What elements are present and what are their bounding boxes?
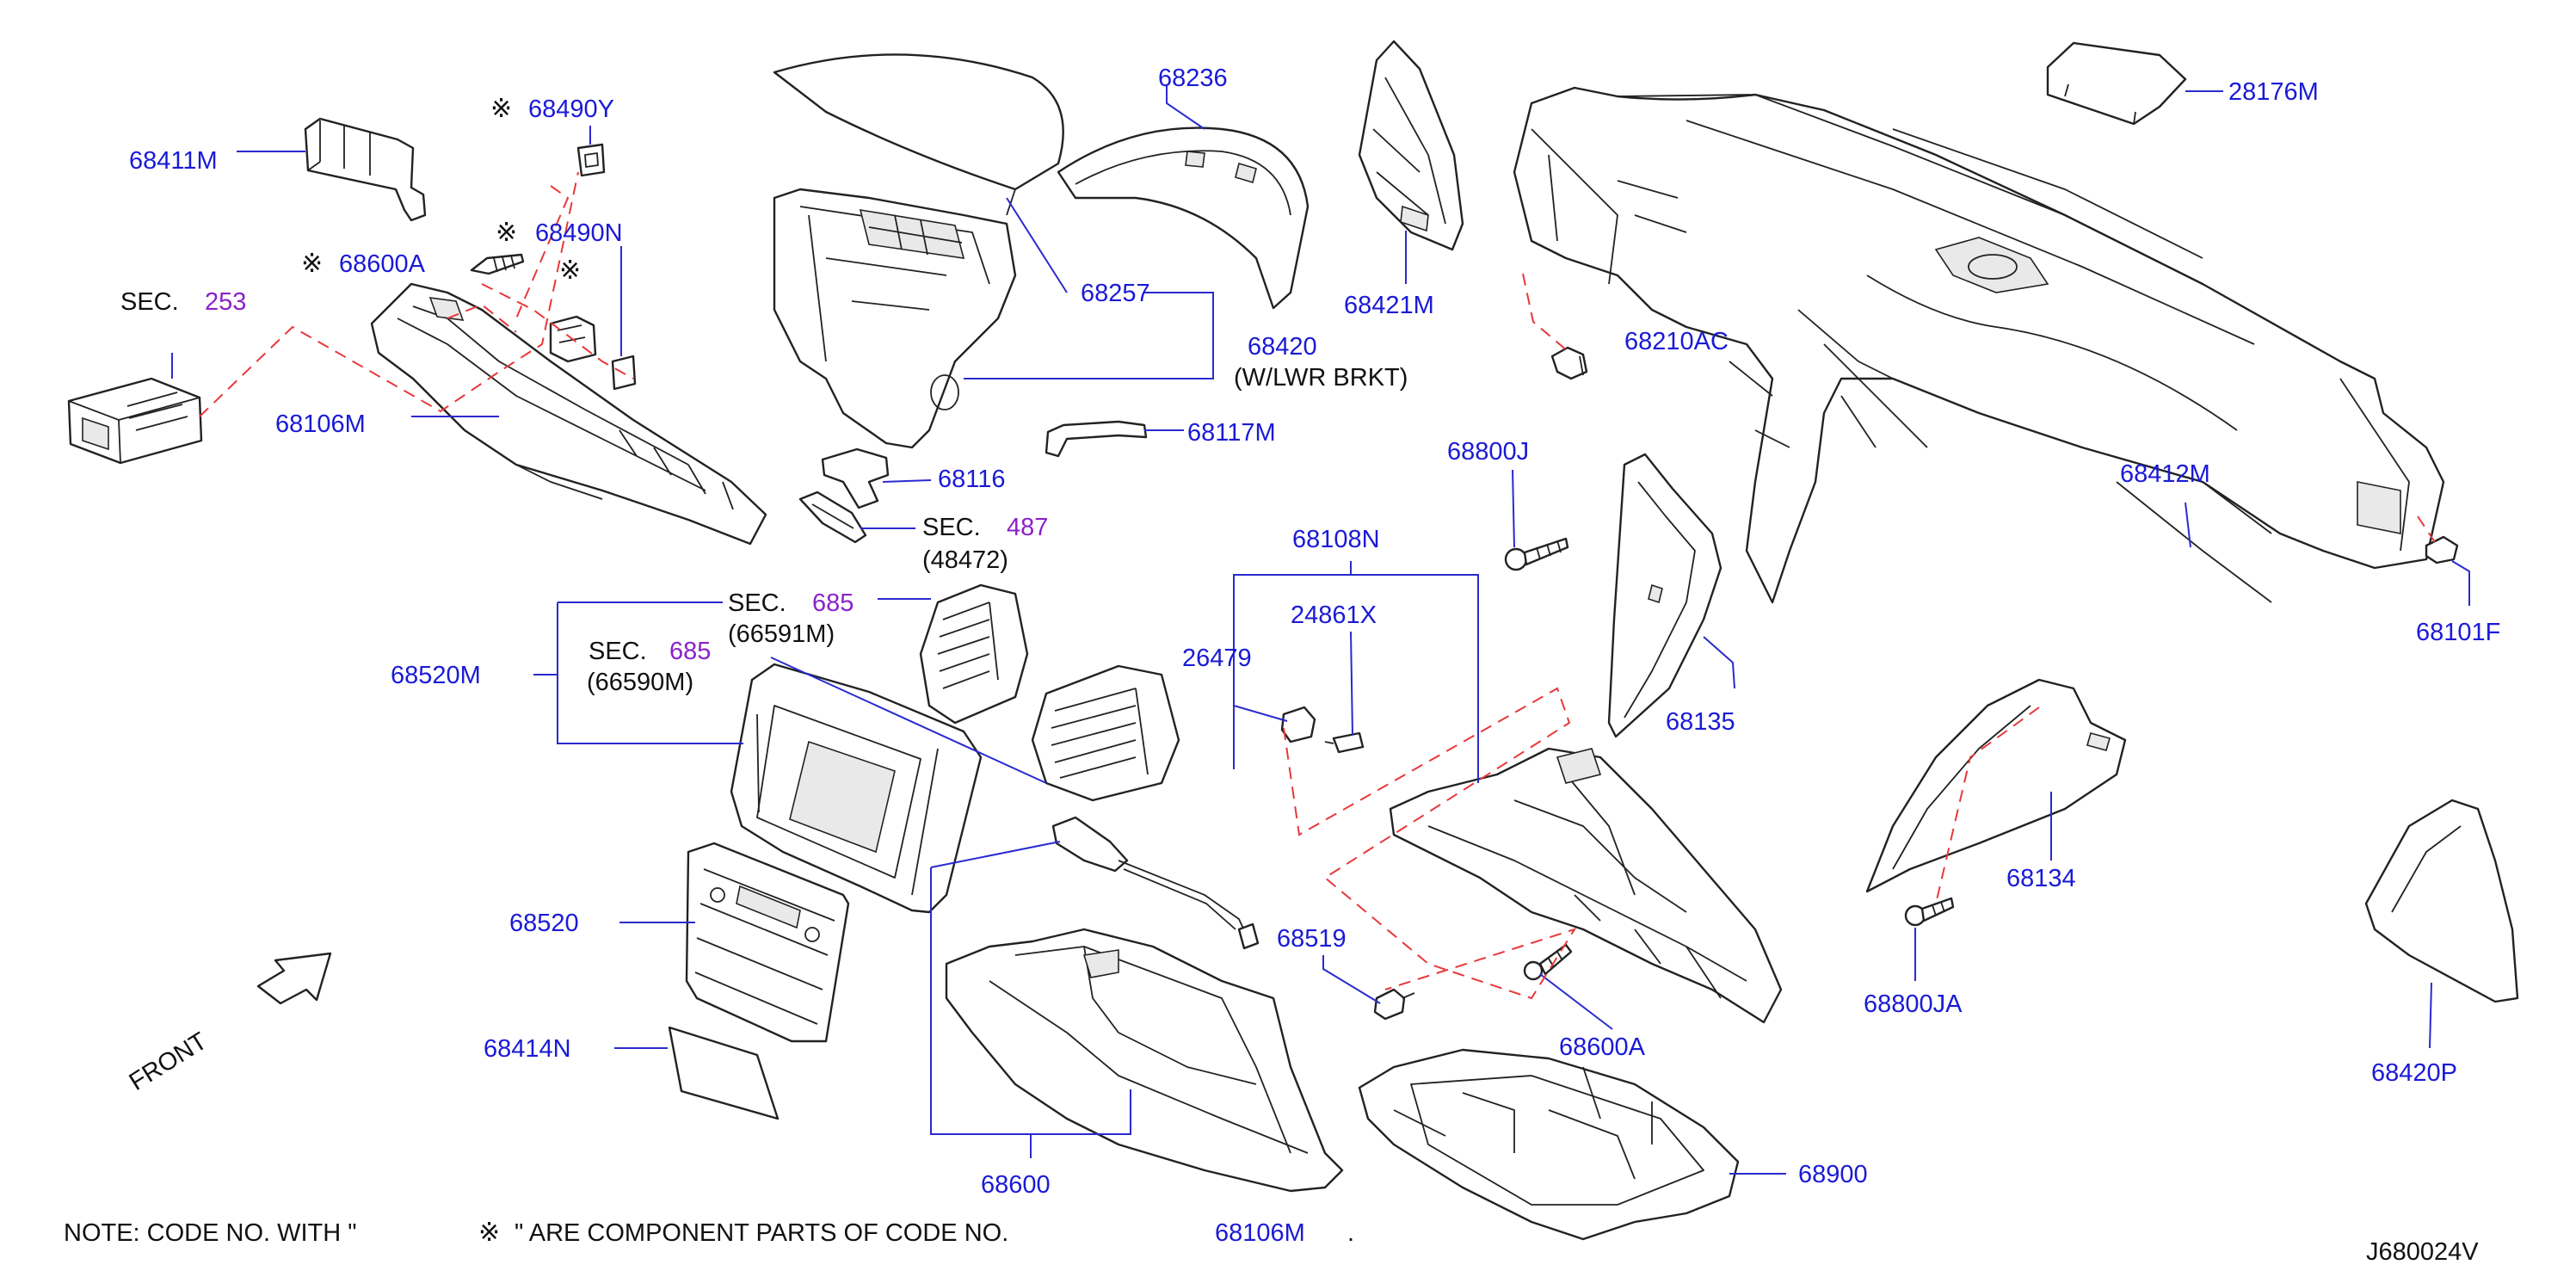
part-68520M-drawing — [730, 663, 983, 914]
label-68600A-top: 68600A — [339, 250, 426, 278]
sec-487-sub: (48472) — [922, 546, 1008, 574]
label-68800J: 68800J — [1447, 438, 1529, 466]
note-68420: (W/LWR BRKT) — [1234, 364, 1408, 392]
part-26479-drawing — [1280, 706, 1316, 743]
part-68106M-drawing — [370, 282, 767, 546]
label-68420: 68420 — [1248, 333, 1317, 361]
label-68520: 68520 — [509, 910, 579, 937]
label-68800JA: 68800JA — [1864, 990, 1963, 1018]
sec-487-number: 487 — [1007, 514, 1048, 541]
sec-253-number: 253 — [205, 288, 246, 316]
note-component-mark: ※ — [478, 1218, 500, 1248]
label-26479: 26479 — [1182, 645, 1252, 672]
note-code: 68106M — [1215, 1219, 1305, 1247]
part-68900-drawing — [1358, 1048, 1740, 1241]
part-68108N-housing-drawing — [1389, 747, 1783, 1024]
label-68116: 68116 — [938, 466, 1006, 493]
sec-685b-number: 685 — [669, 638, 711, 665]
label-68257: 68257 — [1081, 280, 1150, 307]
label-68421M: 68421M — [1344, 292, 1434, 319]
part-68519-drawing — [1373, 988, 1415, 1021]
label-68101F: 68101F — [2416, 619, 2500, 646]
label-68210AC: 68210AC — [1624, 328, 1729, 355]
part-68800J-screw — [1504, 537, 1569, 571]
label-68490N: 68490N — [535, 219, 623, 247]
part-68412M-drawing — [1513, 86, 2445, 604]
label-68520M: 68520M — [391, 662, 481, 689]
part-68490Y-drawing — [576, 143, 606, 177]
part-68600A-screw-bottom — [1523, 943, 1573, 981]
part-68420P-drawing — [2364, 799, 2519, 1003]
part-68101F-drawing — [2425, 535, 2459, 564]
component-mark-68490N: ※ — [496, 218, 517, 248]
sec-685a-prefix: SEC. — [728, 589, 786, 617]
component-mark-68490Y: ※ — [490, 94, 512, 124]
part-28176M-drawing — [2046, 41, 2187, 126]
note-suffix: " ARE COMPONENT PARTS OF CODE NO. — [515, 1219, 1008, 1247]
label-68412M: 68412M — [2120, 460, 2210, 488]
label-68414N: 68414N — [484, 1035, 571, 1063]
label-68900: 68900 — [1798, 1161, 1868, 1188]
sec-685a-number: 685 — [812, 589, 854, 617]
label-68411M: 68411M — [129, 147, 218, 175]
component-mark-68600A: ※ — [301, 249, 323, 279]
part-68236-drawing — [1057, 126, 1310, 310]
part-sec685-vent-lower-drawing — [1031, 664, 1180, 802]
label-28176M: 28176M — [2228, 78, 2319, 106]
dashed-leaders — [199, 171, 2436, 1000]
front-label: FRONT — [125, 1027, 213, 1096]
sec-253-prefix: SEC. — [120, 288, 179, 316]
part-68117M-drawing — [1045, 420, 1148, 458]
part-68490N-drawing — [549, 315, 637, 391]
label-68420P: 68420P — [2371, 1059, 2457, 1087]
part-sec685-vent-upper-drawing — [919, 583, 1029, 725]
component-mark-extra: ※ — [559, 256, 581, 286]
note-prefix: NOTE: CODE NO. WITH " — [64, 1219, 357, 1247]
diagram-id: J680024V — [2366, 1238, 2479, 1266]
label-68135: 68135 — [1666, 708, 1735, 736]
sec-685b-sub: (66590M) — [587, 669, 693, 696]
part-sec253-switch-drawing — [67, 377, 203, 465]
label-68490Y: 68490Y — [528, 96, 614, 123]
part-sec487-drawing — [798, 490, 867, 544]
leader-lines — [171, 86, 2470, 1175]
part-68414N-drawing — [668, 1026, 780, 1120]
sec-685b-prefix: SEC. — [589, 638, 647, 665]
labels: 68411M ※ 68490Y ※ 68490N ※ 68600A ※ SEC.… — [64, 65, 2500, 1266]
part-68600-drawing — [945, 928, 1344, 1193]
part-68135-drawing — [1607, 453, 1722, 738]
part-68210AC-screw — [1550, 346, 1588, 380]
label-68600A-bottom: 68600A — [1559, 1033, 1646, 1061]
part-68520-drawing — [685, 842, 850, 1043]
part-68421M-drawing — [1358, 40, 1464, 251]
sec-487-prefix: SEC. — [922, 514, 981, 541]
label-68117M: 68117M — [1187, 419, 1276, 447]
label-68236: 68236 — [1158, 65, 1228, 92]
label-68108N: 68108N — [1292, 526, 1380, 553]
label-24861X: 24861X — [1291, 601, 1377, 629]
part-68134-drawing — [1865, 678, 2127, 893]
label-68106M: 68106M — [275, 410, 366, 438]
part-glovebox-harness-drawing — [1051, 816, 1260, 950]
label-68519: 68519 — [1277, 925, 1347, 953]
note-end: . — [1347, 1219, 1354, 1247]
front-arrow-icon — [256, 952, 332, 1005]
part-68420-cluster-hood-drawing — [773, 53, 1064, 449]
part-24861X-drawing — [1324, 731, 1365, 754]
label-68600: 68600 — [981, 1171, 1051, 1199]
part-68116-drawing — [821, 447, 890, 509]
part-68411M-drawing — [304, 117, 427, 222]
sec-685a-sub: (66591M) — [728, 620, 835, 648]
label-68134: 68134 — [2006, 865, 2076, 892]
part-68600A-screw-top — [470, 253, 525, 275]
part-68800JA-screw — [1904, 897, 1955, 927]
